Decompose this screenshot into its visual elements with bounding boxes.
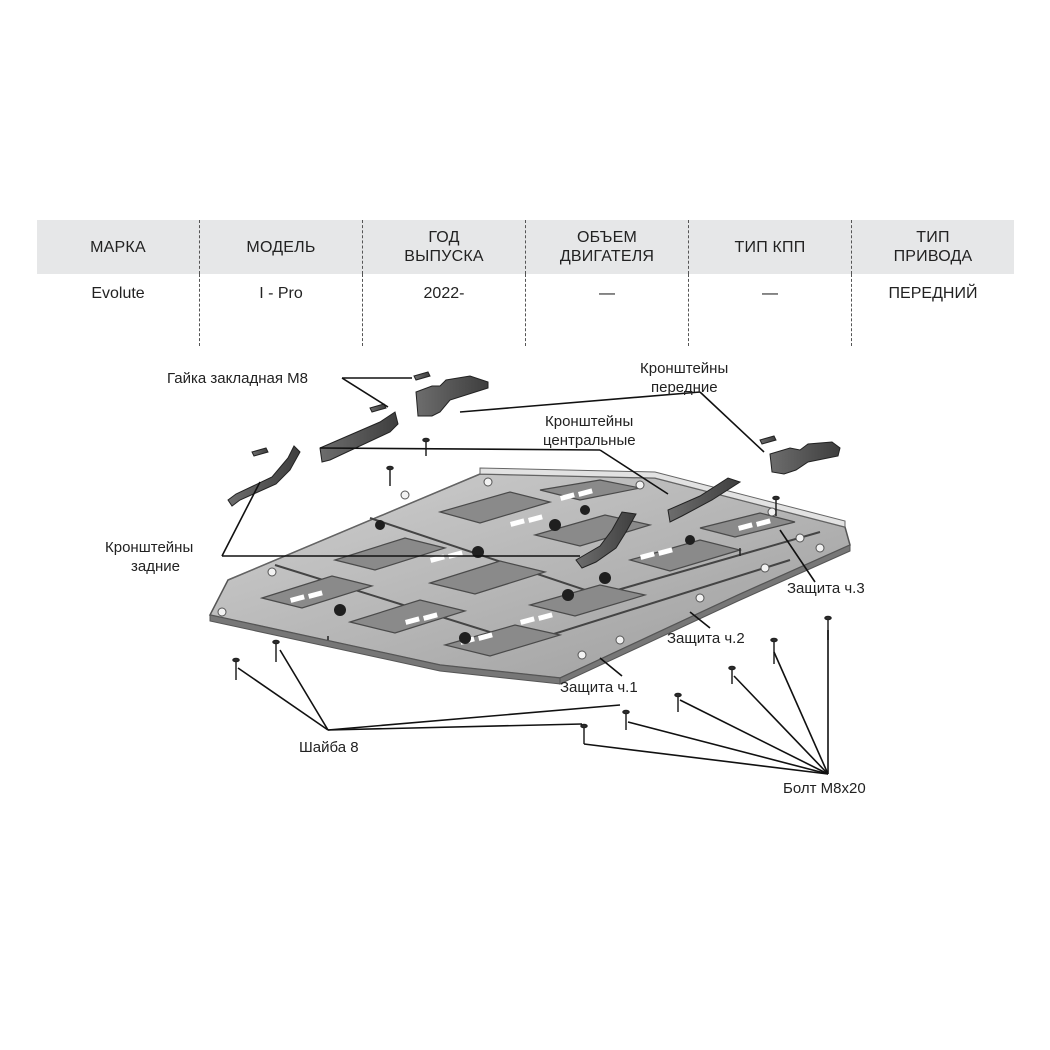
- cell-gearbox: —: [689, 274, 852, 346]
- header-model: МОДЕЛЬ: [200, 220, 363, 274]
- header-drive: ТИП ПРИВОДА: [893, 229, 973, 265]
- spec-table: МАРКА МОДЕЛЬ ГОД ВЫПУСКА ОБЪЕМ ДВИГАТЕЛЯ…: [37, 220, 1014, 346]
- label-rear-brackets-line1: Кронштейны: [105, 539, 193, 556]
- assembly-diagram: Гайка закладная М8 Кронштейны передние К…: [105, 360, 866, 797]
- cell-drive: ПЕРЕДНИЙ: [888, 285, 978, 302]
- leader-lines: [221, 377, 829, 775]
- label-front-brackets-line2: передние: [651, 379, 718, 396]
- label-part3: Защита ч.3: [787, 580, 865, 597]
- rear-bracket-center: [319, 403, 399, 463]
- cell-engine: —: [526, 274, 689, 346]
- cell-brand: Evolute: [37, 274, 200, 346]
- label-part1: Защита ч.1: [560, 679, 638, 696]
- spec-table-row: Evolute I - Pro 2022- — — ПЕРЕДНИЙ: [37, 274, 1014, 346]
- central-brackets: [575, 477, 742, 569]
- label-central-brackets-line1: Кронштейны: [545, 413, 633, 430]
- skid-plate: [208, 467, 851, 685]
- rear-bracket-left: [227, 445, 301, 507]
- header-gearbox: ТИП КПП: [689, 220, 852, 274]
- label-front-brackets-line1: Кронштейны: [640, 360, 728, 377]
- label-bolt: Болт М8х20: [783, 780, 866, 797]
- cell-model: I - Pro: [200, 274, 363, 346]
- front-bracket-right: [759, 435, 841, 475]
- label-rear-brackets-line2: задние: [131, 558, 180, 575]
- spec-table-header: МАРКА МОДЕЛЬ ГОД ВЫПУСКА ОБЪЕМ ДВИГАТЕЛЯ…: [37, 220, 1014, 274]
- label-part2: Защита ч.2: [667, 630, 745, 647]
- front-bracket-top: [413, 371, 489, 417]
- label-central-brackets-line2: центральные: [543, 432, 636, 449]
- label-nut: Гайка закладная М8: [167, 370, 308, 387]
- header-brand: МАРКА: [37, 220, 200, 274]
- label-washer: Шайба 8: [299, 739, 359, 756]
- header-year: ГОД ВЫПУСКА: [363, 220, 526, 274]
- cell-year: 2022-: [363, 274, 526, 346]
- header-engine: ОБЪЕМ ДВИГАТЕЛЯ: [526, 220, 689, 274]
